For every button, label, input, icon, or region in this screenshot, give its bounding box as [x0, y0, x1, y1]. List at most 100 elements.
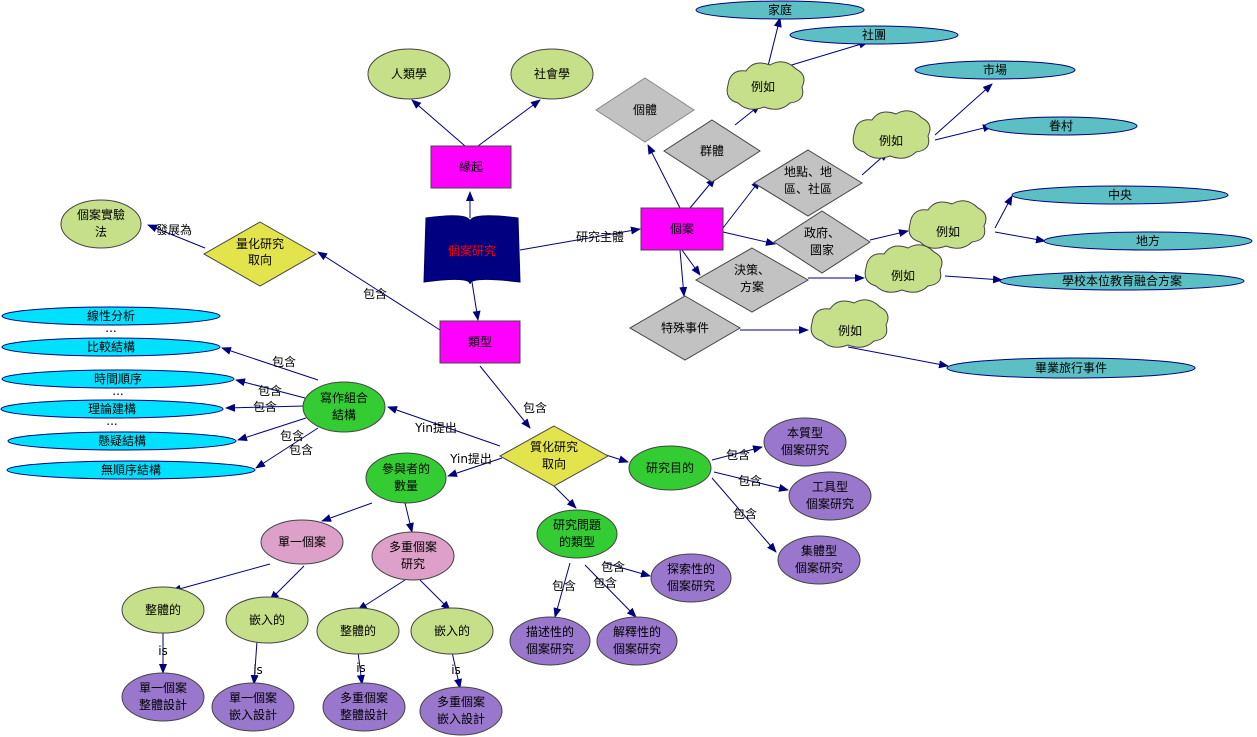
- edge-placeeg-village: [934, 124, 993, 141]
- edge-label-yin-writing: Yin提出: [414, 420, 457, 435]
- collective-label-2: 個案研究: [795, 560, 843, 575]
- node-collective[interactable]: 集體型 個案研究: [777, 535, 861, 585]
- edge-label-is-3: is: [356, 661, 366, 675]
- node-single[interactable]: 單一個案: [260, 519, 344, 565]
- node-linear[interactable]: 線性分析 ...: [1, 306, 221, 335]
- node-exploratory[interactable]: 探索性的 個案研究: [650, 553, 732, 603]
- node-individual[interactable]: 個體: [595, 77, 695, 143]
- node-origin[interactable]: 緣起: [430, 145, 512, 189]
- node-village[interactable]: 眷村: [984, 116, 1138, 136]
- node-quant[interactable]: 量化研究 取向: [202, 221, 318, 287]
- node-family[interactable]: 家庭: [695, 0, 865, 20]
- node-descriptive[interactable]: 描述性的 個案研究: [509, 616, 591, 666]
- node-experiment[interactable]: 個案實驗 法: [60, 199, 142, 249]
- node-noorder[interactable]: 無順序結構: [6, 460, 256, 480]
- intrinsic-label-1: 本質型: [787, 425, 823, 440]
- node-writing[interactable]: 寫作組合 結構: [302, 381, 386, 433]
- node-multi-holistic[interactable]: 多重個案 整體設計: [322, 682, 406, 732]
- node-instrumental[interactable]: 工具型 個案研究: [788, 471, 872, 521]
- node-embedded1[interactable]: 嵌入的: [225, 596, 309, 644]
- node-group[interactable]: 群體: [663, 119, 761, 183]
- edge-purpose-instrumental: [713, 471, 789, 492]
- node-market[interactable]: 市場: [914, 60, 1076, 80]
- node-place-eg[interactable]: 例如: [852, 110, 931, 159]
- node-place[interactable]: 地點、地 區、社區: [753, 149, 863, 217]
- edge-writing-time: [235, 378, 306, 399]
- node-sociology[interactable]: 社會學: [510, 48, 594, 100]
- node-special[interactable]: 特殊事件: [629, 295, 741, 361]
- node-center[interactable]: 個案研究: [423, 215, 521, 285]
- node-trip[interactable]: 畢業旅行事件: [946, 357, 1196, 379]
- node-holistic1[interactable]: 整體的: [121, 586, 205, 634]
- compare-label: 比較結構: [87, 339, 135, 354]
- community-label: 社團: [862, 27, 886, 42]
- node-suspense[interactable]: 懸疑結構: [7, 431, 237, 451]
- qual-label-1: 質化研究: [530, 439, 578, 454]
- node-purpose[interactable]: 研究目的: [628, 445, 712, 491]
- school-plan-label: 學校本位教育融合方案: [1062, 273, 1182, 288]
- node-holistic2[interactable]: 整體的: [316, 607, 400, 655]
- node-gov[interactable]: 政府、 國家: [773, 210, 871, 274]
- edge-label-contains-descriptive: 包含: [552, 578, 576, 593]
- node-explanatory[interactable]: 解釋性的 個案研究: [596, 616, 678, 666]
- node-theory[interactable]: 理論建構 ...: [0, 399, 224, 428]
- node-time[interactable]: 時間順序 ...: [1, 369, 235, 398]
- writing-label-1: 寫作組合: [320, 390, 368, 405]
- node-multiple[interactable]: 多重個案 研究: [371, 531, 455, 581]
- time-label: 時間順序: [94, 371, 142, 386]
- node-policy-eg[interactable]: 例如: [864, 244, 943, 293]
- multi-holistic-label-1: 多重個案: [340, 690, 388, 705]
- node-embedded2[interactable]: 嵌入的: [410, 607, 494, 655]
- edge-case-special: [679, 249, 688, 297]
- noorder-label: 無順序結構: [101, 462, 161, 477]
- edge-placeeg-market: [934, 83, 993, 136]
- node-case[interactable]: 個案: [640, 207, 724, 251]
- node-intrinsic[interactable]: 本質型 個案研究: [763, 417, 847, 467]
- participants-label-2: 數量: [394, 479, 418, 493]
- node-compare[interactable]: 比較結構: [1, 337, 221, 357]
- node-anthropology[interactable]: 人類學: [367, 48, 451, 100]
- question-type-label-1: 研究問題: [553, 517, 601, 532]
- node-participants[interactable]: 參與者的 數量: [365, 452, 447, 504]
- node-group-eg[interactable]: 例如: [726, 61, 805, 110]
- edge-writing-suspense: [237, 417, 307, 442]
- node-special-eg[interactable]: 例如: [810, 299, 889, 348]
- node-central[interactable]: 中央: [1011, 185, 1229, 205]
- edge-writing-compare: [221, 347, 319, 381]
- writing-label-2: 結構: [332, 408, 356, 422]
- node-single-holistic[interactable]: 單一個案 整體設計: [121, 672, 205, 722]
- node-single-embedded[interactable]: 單一個案 嵌入設計: [211, 682, 295, 732]
- single-embedded-label-2: 嵌入設計: [229, 707, 277, 722]
- policy-eg-label: 例如: [891, 268, 915, 283]
- edge-multiple-embedded2: [419, 579, 451, 611]
- anthropology-label: 人類學: [391, 67, 427, 81]
- edge-question-exploratory: [604, 562, 651, 578]
- collective-label-1: 集體型: [801, 543, 837, 558]
- node-community[interactable]: 社團: [789, 25, 959, 45]
- edge-gov-eg: [869, 229, 909, 241]
- embedded2-label: 嵌入的: [434, 623, 470, 638]
- market-label: 市場: [983, 62, 1007, 77]
- multi-embedded-label-1: 多重個案: [437, 694, 485, 709]
- exploratory-label-1: 探索性的: [667, 561, 715, 576]
- node-qual[interactable]: 質化研究 取向: [498, 425, 610, 487]
- edge-label-contains-instrumental: 包含: [738, 473, 762, 488]
- node-multi-embedded[interactable]: 多重個案 嵌入設計: [419, 686, 503, 736]
- edge-label-contains-qual: 包含: [523, 400, 547, 415]
- holistic2-label: 整體的: [340, 623, 376, 638]
- node-school-plan[interactable]: 學校本位教育融合方案: [999, 271, 1245, 291]
- question-type-label-2: 的類型: [559, 534, 595, 549]
- edge-label-contains-noorder: 包含: [289, 442, 313, 457]
- node-types[interactable]: 類型: [439, 320, 521, 364]
- node-question-type[interactable]: 研究問題 的類型: [536, 509, 618, 559]
- holistic1-label: 整體的: [145, 602, 181, 617]
- linear-dots: ...: [105, 321, 116, 335]
- descriptive-label-1: 描述性的: [526, 624, 574, 639]
- node-local[interactable]: 地方: [1043, 231, 1253, 251]
- node-policy[interactable]: 決策、 方案: [694, 247, 810, 313]
- edge-qual-purpose: [605, 454, 629, 464]
- node-gov-eg[interactable]: 例如: [908, 200, 987, 249]
- edge-qual-participants: [447, 457, 503, 477]
- group-label: 群體: [700, 144, 724, 158]
- linear-label: 線性分析: [87, 308, 135, 323]
